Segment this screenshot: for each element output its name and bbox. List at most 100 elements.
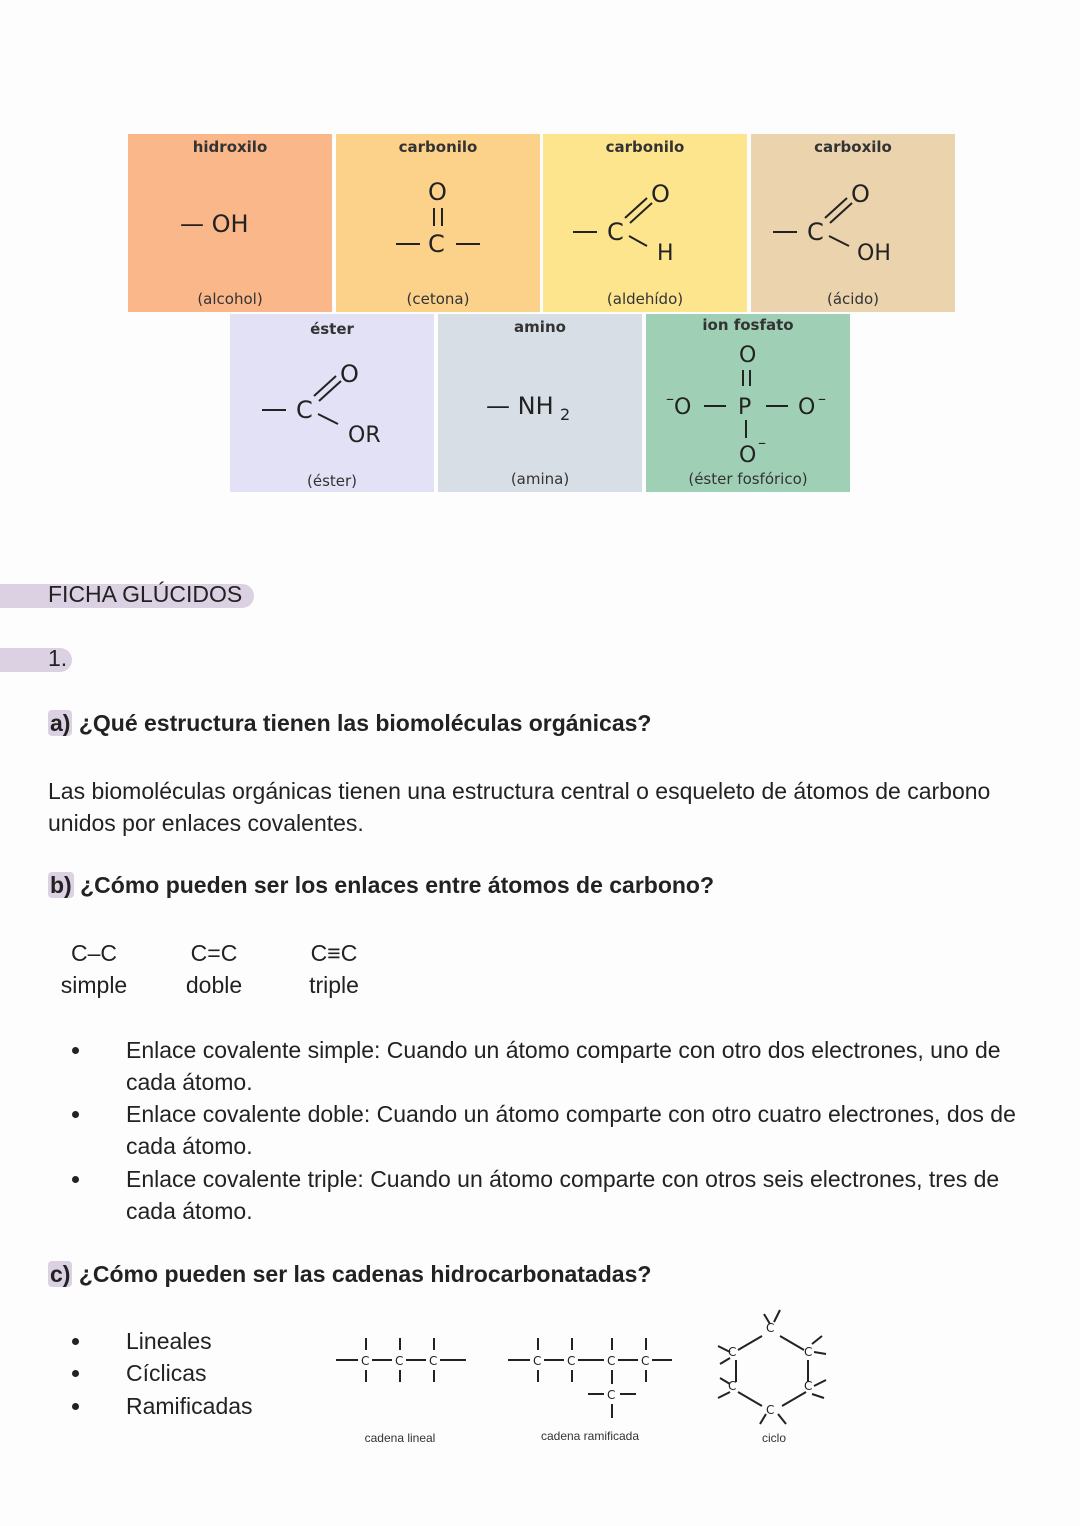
svg-text:C: C [728, 1345, 736, 1359]
group-title: carbonilo [398, 138, 478, 156]
group-cell-carboxyl: carboxilo C O OH (ácido) [751, 134, 955, 312]
svg-text:C: C [428, 230, 445, 258]
question-c-text: ¿Cómo pueden ser las cadenas hidrocarbon… [72, 1261, 652, 1287]
linear-chain-diagram [336, 1338, 466, 1382]
amino-formula: — NH 2 [486, 392, 570, 424]
bullet-dot [72, 1338, 79, 1345]
svg-text:O: O [674, 395, 691, 420]
section-heading-highlight [0, 584, 254, 608]
group-cell-ketone: carbonilo O C (cetona) [336, 134, 540, 312]
svg-text:–: – [818, 389, 826, 408]
svg-text:C: C [641, 1354, 649, 1368]
group-note: (éster fosfórico) [688, 470, 808, 488]
bullet-dot [72, 1047, 79, 1054]
aldehyde-formula: C O H [573, 180, 674, 266]
question-c-letter: c) [48, 1261, 73, 1287]
group-cell-ester: éster C O OR (éster) [230, 314, 434, 492]
cycle-diagram [717, 1309, 827, 1425]
bullet-dot [72, 1403, 79, 1410]
group-note: (ácido) [826, 290, 879, 308]
svg-text:O: O [428, 178, 447, 206]
bond-simple: C–C simple [44, 937, 144, 1001]
list-item: Enlace covalente simple: Cuando un átomo… [126, 1037, 1001, 1095]
svg-text:O: O [739, 443, 756, 468]
group-title: amino [514, 318, 566, 336]
question-number: 1. [48, 645, 68, 671]
group-title: éster [310, 320, 354, 338]
svg-text:C: C [607, 1388, 615, 1402]
list-item: Enlace covalente triple: Cuando un átomo… [126, 1166, 1000, 1224]
group-note: (aldehído) [606, 290, 684, 308]
svg-text:C: C [429, 1354, 437, 1368]
bond-formula: C=C [190, 940, 238, 966]
svg-text:O: O [340, 360, 359, 388]
bond-double: C=C doble [164, 937, 264, 1001]
caption-cycle: ciclo [761, 1431, 786, 1445]
ester-formula: C O OR [262, 360, 381, 448]
svg-text:— OH: — OH [180, 210, 249, 238]
group-note: (amina) [510, 470, 570, 488]
svg-text:C: C [296, 396, 313, 424]
question-a: a) ¿Qué estructura tienen las biomolécul… [48, 710, 651, 737]
group-cell-aldehyde: carbonilo C O H (aldehído) [543, 134, 747, 312]
branched-chain-diagram [508, 1338, 672, 1418]
svg-text:C: C [567, 1354, 575, 1368]
svg-text:O: O [851, 180, 870, 208]
question-a-letter: a) [48, 710, 73, 736]
svg-text:C: C [804, 1345, 812, 1359]
group-cell-hydroxyl: hidroxilo — OH (alcohol) [128, 134, 332, 312]
svg-text:H: H [657, 241, 674, 266]
question-b-letter: b) [48, 872, 74, 898]
bond-name: doble [185, 972, 243, 998]
group-cell-phosphate: ion fosfato O – O P O – O – (éster fosfó… [646, 314, 850, 492]
carboxyl-formula: C O OH [773, 180, 891, 266]
group-title: ion fosfato [702, 316, 794, 334]
question-b: b) ¿Cómo pueden ser los enlaces entre át… [48, 872, 714, 899]
ketone-formula: O C [396, 178, 480, 258]
carbon-chains-diagram: C C C C C C C C [336, 1309, 827, 1425]
svg-text:C: C [807, 218, 824, 246]
bullet-dot [72, 1370, 79, 1377]
svg-text:C: C [766, 1321, 774, 1335]
group-note: (éster) [306, 472, 358, 490]
svg-text:C: C [361, 1354, 369, 1368]
question-a-text: ¿Qué estructura tienen las biomoléculas … [72, 710, 652, 736]
group-note: (cetona) [406, 290, 470, 308]
svg-text:C: C [607, 1354, 615, 1368]
bond-formula: C≡C [310, 940, 358, 966]
svg-text:P: P [738, 395, 751, 420]
svg-text:O: O [739, 343, 756, 368]
svg-text:C: C [395, 1354, 403, 1368]
svg-text:C: C [533, 1354, 541, 1368]
group-title: carbonilo [605, 138, 685, 156]
group-title: hidroxilo [192, 138, 268, 156]
svg-text:C: C [766, 1403, 774, 1417]
caption-branched-chain: cadena ramificada [540, 1429, 640, 1443]
bullet-dot [72, 1111, 79, 1118]
svg-text:OH: OH [857, 241, 891, 266]
svg-text:— NH: — NH [486, 392, 554, 420]
section-title: FICHA GLÚCIDOS [48, 581, 243, 607]
answer-a: Las biomoléculas orgánicas tienen una es… [48, 778, 991, 836]
number-highlight [0, 648, 72, 672]
list-item: Ramificadas [126, 1393, 253, 1419]
bullet-dot [72, 1176, 79, 1183]
svg-text:C: C [804, 1379, 812, 1393]
svg-text:C: C [607, 218, 624, 246]
svg-text:–: – [758, 433, 766, 452]
list-item: Lineales [126, 1328, 212, 1354]
svg-text:C: C [728, 1379, 736, 1393]
question-c: c) ¿Cómo pueden ser las cadenas hidrocar… [48, 1261, 651, 1288]
group-cell-amino: amino — NH 2 (amina) [438, 314, 642, 492]
bond-name: triple [309, 972, 359, 998]
hydroxyl-formula: — OH [180, 210, 249, 238]
svg-text:O: O [798, 395, 815, 420]
phosphate-formula: O – O P O – O – [666, 343, 826, 468]
svg-text:–: – [666, 389, 674, 408]
list-item: Enlace covalente doble: Cuando un átomo … [126, 1101, 1016, 1159]
list-item: Cíclicas [126, 1360, 207, 1386]
bond-formula: C–C [70, 940, 117, 966]
caption-linear-chain: cadena lineal [364, 1431, 436, 1445]
group-note: (alcohol) [197, 290, 263, 308]
bond-triple: C≡C triple [284, 937, 384, 1001]
